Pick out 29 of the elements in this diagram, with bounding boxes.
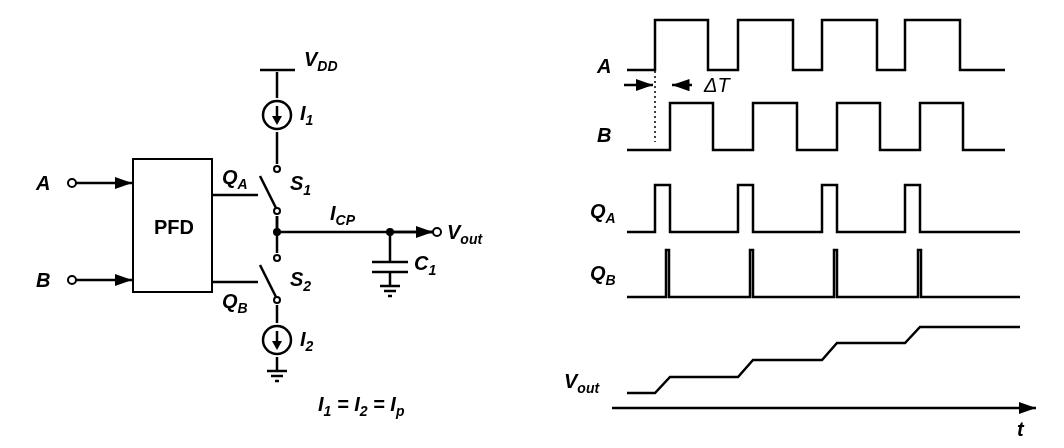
edge-label: Q$_{A}$	[222, 166, 248, 194]
switch-label: S$_{1}$	[290, 172, 312, 200]
signal-label: A	[597, 55, 612, 77]
block-label: PFD	[154, 216, 194, 238]
edge-label: Q$_{B}$	[222, 290, 248, 318]
arrow	[76, 273, 132, 287]
signal-label: B	[597, 124, 612, 146]
terminal-label: V$_{out}$	[447, 221, 483, 249]
current-label: I$_{1}$	[300, 102, 314, 130]
dimension-label: ΔT	[704, 74, 730, 96]
supply-label: V$_{DD}$	[304, 48, 338, 76]
axis-label: t	[1017, 418, 1024, 440]
wire	[275, 72, 279, 98]
capacitor-label: C$_{1}$	[414, 252, 437, 280]
signal-label: V$_{out}$	[564, 370, 600, 398]
current-label: I$_{2}$	[300, 328, 314, 356]
wire	[275, 132, 279, 164]
signal-label: Q$_{A}$	[590, 200, 616, 228]
terminal-label: B	[36, 269, 51, 291]
block-box	[132, 158, 213, 293]
equation: I$_{1}$ = I$_{2}$ = I$_{p}$	[318, 393, 405, 421]
wire	[213, 280, 258, 284]
edge-label: I$_{CP}$	[330, 202, 355, 230]
wire	[213, 193, 258, 197]
switch-label: S$_{2}$	[290, 268, 312, 296]
terminal-label: A	[36, 172, 51, 194]
signal-label: Q$_{B}$	[590, 262, 616, 290]
wire	[388, 230, 433, 262]
arrow	[76, 176, 132, 190]
